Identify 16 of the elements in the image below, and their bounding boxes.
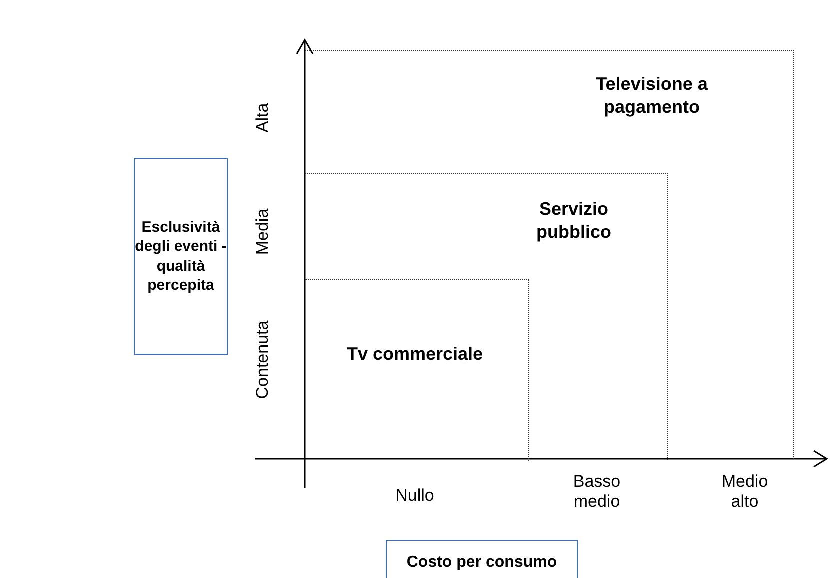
- box-text: Tv commerciale: [346, 343, 484, 366]
- region-box: [305, 173, 668, 460]
- axis-tick-label: Contenuta: [252, 320, 273, 400]
- axis-tick-label: Alta: [252, 103, 273, 133]
- box-text: Costo per consumo: [406, 553, 558, 573]
- box-text: Esclusività degli eventi - qualità percepita: [135, 218, 227, 296]
- axis-tick-label: Media: [252, 208, 273, 256]
- axis-tick-label: Nullo: [394, 486, 436, 506]
- box-text: Servizio pubblico: [536, 198, 612, 244]
- region-box: [305, 279, 529, 461]
- region-box: [305, 50, 794, 459]
- axis-tick-label: Medio alto: [720, 472, 770, 513]
- box-text: Televisione a pagamento: [595, 73, 709, 120]
- label-box: [134, 158, 228, 355]
- label-box: [386, 540, 578, 578]
- axis-tick-label: Basso medio: [572, 472, 622, 513]
